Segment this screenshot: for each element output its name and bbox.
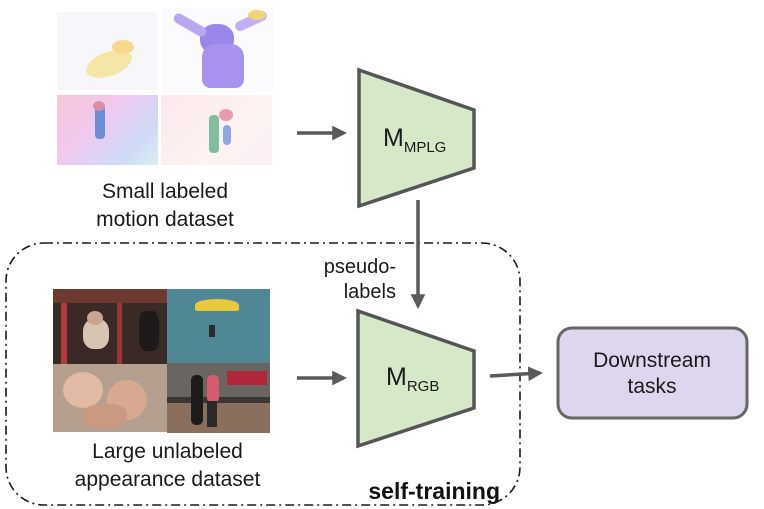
- rgb-model-block: [356, 308, 476, 449]
- pseudo-labels-line-1: pseudo-: [324, 256, 396, 278]
- rgb-label-subscript: RGB: [407, 378, 440, 395]
- mplg-label-base: M: [383, 124, 404, 152]
- rgb-label-base: M: [386, 363, 407, 391]
- flow-thumbnail-1: [57, 12, 157, 90]
- mplg-model-label: MMPLG: [383, 124, 446, 156]
- rgb-thumbnail-dance: [167, 363, 270, 433]
- mplg-model-block: [357, 67, 476, 209]
- self-training-label: self-training: [368, 478, 500, 504]
- rgb-thumbnail-parachute: [167, 289, 270, 363]
- motion-caption-line-1: Small labeled: [101, 180, 229, 203]
- mplg-label-subscript: MPLG: [404, 139, 447, 156]
- flow-thumbnail-4: [161, 95, 272, 165]
- flow-thumbnail-2: [162, 8, 274, 92]
- downstream-tasks-box: [556, 326, 749, 420]
- flow-thumbnail-3: [57, 95, 158, 165]
- appearance-caption-line-2: appearance dataset: [74, 468, 261, 491]
- appearance-caption-line-1: Large unlabeled: [92, 440, 243, 463]
- pseudo-labels-line-2: labels: [344, 281, 396, 303]
- motion-caption-line-2: motion dataset: [96, 208, 234, 231]
- downstream-tasks-line-2: tasks: [627, 375, 676, 398]
- rgb-model-label: MRGB: [386, 363, 439, 395]
- downstream-tasks-line-1: Downstream: [593, 349, 711, 372]
- rgb-thumbnail-kids: [53, 364, 167, 432]
- rgb-thumbnail-gym: [53, 289, 167, 367]
- rgb-to-downstream-arrow: [489, 366, 543, 382]
- appearance-dataset-caption: Large unlabeled appearance dataset: [55, 438, 280, 494]
- motion-dataset-caption: Small labeled motion dataset: [60, 178, 270, 234]
